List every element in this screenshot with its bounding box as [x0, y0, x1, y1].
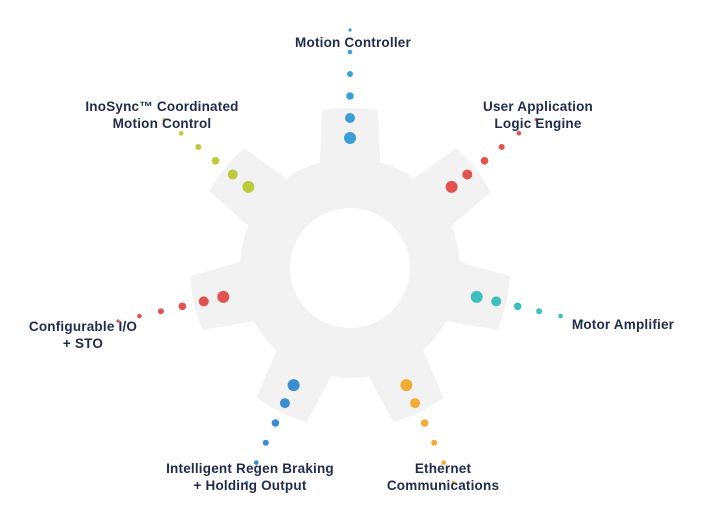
- label-configurable-io: Configurable I/O + STO: [8, 318, 158, 352]
- dot-trails: [116, 28, 584, 484]
- motor-amplifier-dot: [580, 319, 584, 323]
- motion-controller-dot: [347, 71, 353, 77]
- label-line: + STO: [62, 336, 104, 351]
- ethernet-communications-dot: [410, 398, 421, 409]
- configurable-io-dot: [116, 319, 120, 323]
- label-line: Intelligent Regen Braking: [166, 461, 334, 476]
- regen-braking-dot: [279, 398, 290, 409]
- label-user-application: User Application Logic Engine: [458, 98, 618, 132]
- ethernet-communications-dot: [451, 480, 455, 484]
- label-line: Motion Control: [112, 116, 212, 131]
- user-application-dot: [480, 157, 489, 165]
- inosync-dot: [195, 144, 202, 150]
- regen-braking-dot: [245, 480, 249, 484]
- motor-amplifier-dot: [558, 313, 563, 319]
- label-line: Ethernet: [414, 461, 472, 476]
- ethernet-communications-dot: [431, 439, 438, 446]
- label-line: Communications: [386, 478, 500, 493]
- user-application-dot: [498, 144, 505, 150]
- gear-shape: [190, 107, 510, 423]
- user-application-dot: [445, 180, 458, 193]
- label-ethernet-communications: Ethernet Communications: [378, 460, 508, 494]
- label-motor-amplifier: Motor Amplifier: [553, 316, 693, 333]
- regen-braking-dot: [287, 379, 300, 392]
- label-line: + Holding Output: [193, 478, 307, 493]
- label-line: InoSync™ Coordinated: [85, 99, 239, 114]
- regen-braking-dot: [262, 439, 269, 446]
- inosync-dot: [178, 131, 184, 136]
- regen-braking-dot: [271, 419, 280, 427]
- label-line: Configurable I/O: [28, 319, 138, 334]
- label-line: Motion Controller: [295, 35, 411, 50]
- ethernet-communications-dot: [400, 379, 413, 392]
- configurable-io-dot: [157, 308, 164, 315]
- inosync-dot: [211, 157, 220, 165]
- motion-controller-dot: [346, 92, 354, 100]
- label-line: User Application: [483, 99, 593, 114]
- configurable-io-dot: [178, 302, 187, 311]
- motion-controller-dot: [348, 28, 352, 32]
- inosync-dot: [227, 169, 238, 180]
- inosync-dot: [242, 180, 255, 193]
- ethernet-communications-dot: [441, 460, 447, 465]
- user-application-dot: [462, 169, 473, 180]
- configurable-io-dot: [198, 296, 209, 307]
- label-inosync: InoSync™ Coordinated Motion Control: [62, 98, 262, 132]
- motor-amplifier-dot: [513, 302, 522, 311]
- label-regen-braking: Intelligent Regen Braking + Holding Outp…: [140, 460, 360, 494]
- label-line: Motor Amplifier: [571, 317, 675, 332]
- motion-controller-dot: [345, 113, 355, 123]
- motion-controller-dot: [347, 49, 353, 55]
- motion-controller-dot: [344, 132, 356, 144]
- label-motion-controller: Motion Controller: [268, 34, 438, 51]
- motor-amplifier-dot: [470, 290, 483, 303]
- ethernet-communications-dot: [420, 419, 429, 427]
- user-application-dot: [534, 118, 538, 122]
- motor-amplifier-dot: [536, 308, 543, 315]
- motor-amplifier-dot: [491, 296, 502, 307]
- configurable-io-dot: [137, 313, 142, 319]
- regen-braking-dot: [253, 460, 259, 465]
- user-application-dot: [516, 131, 522, 136]
- label-line: Logic Engine: [494, 116, 582, 131]
- inosync-dot: [162, 118, 166, 122]
- configurable-io-dot: [217, 290, 230, 303]
